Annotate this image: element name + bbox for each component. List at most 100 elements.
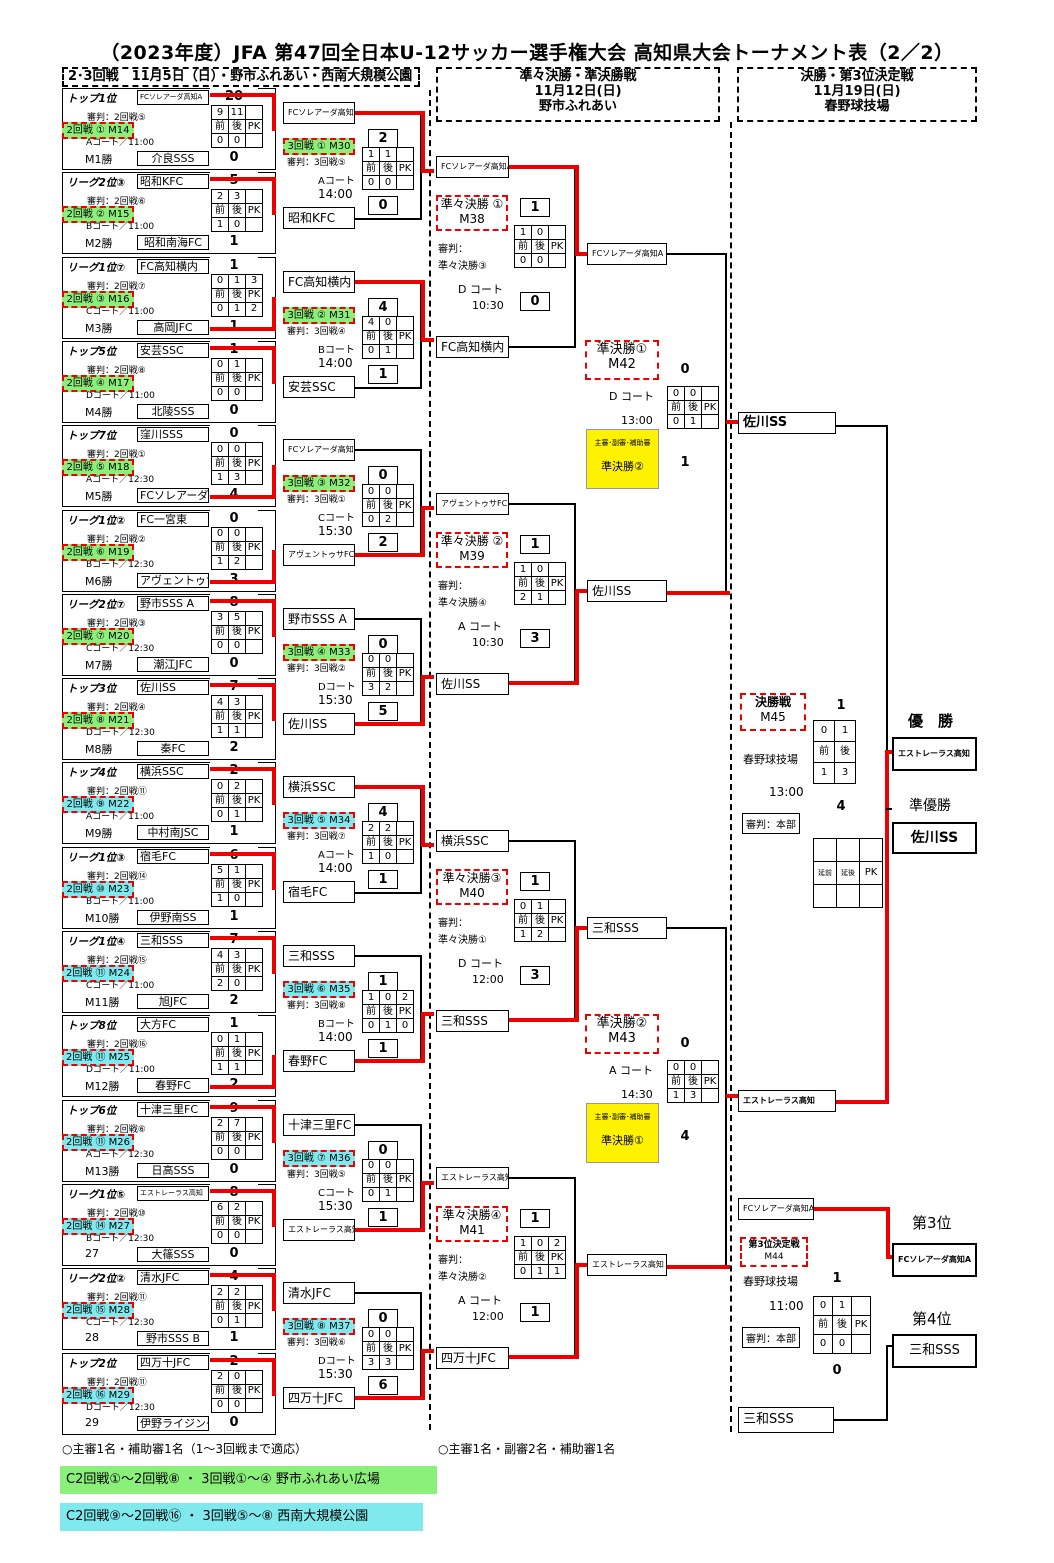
sf-court: A コート xyxy=(609,1064,654,1077)
final-g0: 0 xyxy=(813,720,835,742)
round3-grid-empty xyxy=(396,1158,414,1174)
round3-tag: 3回戦 ② M31 xyxy=(283,306,355,324)
bracket-line xyxy=(210,1085,274,1090)
score-grid-empty xyxy=(245,1116,263,1132)
round3-grid-cell: PK xyxy=(396,1172,414,1188)
bracket-line xyxy=(272,465,276,500)
bracket-line xyxy=(355,1059,425,1063)
qf-grid-empty xyxy=(548,225,566,240)
qf-winner: 佐川SS xyxy=(587,580,667,602)
round3-team-bottom: 春野FC xyxy=(283,1050,355,1072)
qf-time: 10:30 xyxy=(472,299,504,312)
qf-court: A コート xyxy=(458,1294,503,1307)
seed-label: トップ8位 xyxy=(67,1020,117,1033)
seed-label: トップ2位 xyxy=(67,1357,117,1370)
final-g2: 前 xyxy=(813,741,835,763)
score-grid-cell: 0 xyxy=(211,807,229,823)
score-grid-cell: 前 xyxy=(211,371,229,387)
round3-court: Dコート xyxy=(318,1356,356,1368)
score-grid-cell: 0 xyxy=(211,1144,229,1160)
score-grid-cell: 1 xyxy=(211,1060,229,1076)
team-top: 安芸SSC xyxy=(137,342,209,358)
team-bottom: FCソレアーダ高知B xyxy=(137,488,209,504)
score-top: 20 xyxy=(210,88,258,107)
qf-court: A コート xyxy=(458,620,503,633)
bracket-line xyxy=(667,1265,730,1269)
bracket-line xyxy=(210,177,274,182)
seed-label: トップ6位 xyxy=(67,1104,117,1117)
sf-match-id: M42 xyxy=(608,357,636,372)
qf-score-top: 1 xyxy=(520,535,550,554)
round3-grid-cell: 1 xyxy=(362,849,380,865)
sf-grid-empty xyxy=(701,1060,719,1075)
qf-referee-label: 審判： xyxy=(438,918,468,929)
score-grid-empty xyxy=(245,1200,263,1216)
score-grid-cell: 0 xyxy=(228,526,246,542)
qf-grid-cell: 0 xyxy=(514,253,532,268)
team-top: 昭和KFC xyxy=(137,174,209,190)
score-grid-cell: PK xyxy=(245,962,263,977)
bracket-line xyxy=(420,955,422,1063)
final-tag: 決勝戦 M45 xyxy=(740,693,806,731)
final-g3: 後 xyxy=(834,741,856,763)
referee-info: 審判：2回戦⑦ xyxy=(87,281,146,292)
winner-of: M4勝 xyxy=(85,405,113,419)
seed-label: リーグ1位⑤ xyxy=(67,1188,126,1201)
score-bottom: 1 xyxy=(210,233,258,253)
bracket-line xyxy=(421,1015,425,1063)
round3-team-bottom: 宿毛FC xyxy=(283,881,355,904)
score-grid-empty xyxy=(245,863,263,879)
winner-of: M7勝 xyxy=(85,658,113,672)
match-tag: 2回戦 ⑨ M22 xyxy=(62,796,134,814)
team-bottom: 野市SSS B xyxy=(137,1331,209,1347)
bracket-line xyxy=(355,1396,425,1401)
winner-of: 29 xyxy=(85,1415,99,1429)
qf-grid-cell: 前 xyxy=(514,239,532,254)
sf-tag-label: 準決勝② xyxy=(596,1016,648,1031)
round3-tag: 3回戦 ③ M32 xyxy=(283,475,355,493)
round3-grid-empty xyxy=(396,315,414,331)
qf-grid-cell: 0 xyxy=(514,899,532,914)
score-grid-cell: 1 xyxy=(228,807,246,823)
qf-grid-cell: 後 xyxy=(531,576,549,591)
round3-grid-cell: 0 xyxy=(362,1186,380,1202)
bracket-line xyxy=(272,1273,276,1312)
score-grid-empty xyxy=(245,442,263,458)
score-grid-cell: PK xyxy=(245,456,263,472)
bracket-line xyxy=(210,1357,274,1362)
bracket-line xyxy=(210,767,274,772)
bracket-line xyxy=(272,851,276,890)
bracket-line xyxy=(210,936,274,940)
header-final: 決勝・第3位決定戦 11月19日(日) 春野球技場 xyxy=(737,67,977,122)
bracket-line xyxy=(575,1263,587,1267)
qf-score-bottom: 0 xyxy=(520,292,550,311)
score-grid-empty xyxy=(245,105,263,120)
header-qf-sf-line2: 11月12日(日) xyxy=(534,84,622,99)
round3-time: 15:30 xyxy=(318,692,353,707)
sf-grid-cell: 3 xyxy=(684,1088,702,1103)
match-tag: 2回戦 ① M14 xyxy=(62,122,134,139)
bracket-line xyxy=(726,1094,738,1098)
bracket-line xyxy=(272,177,276,216)
score-grid-cell: 0 xyxy=(228,133,246,148)
court-time: Cコート／12:30 xyxy=(86,643,155,654)
score-grid-cell: 前 xyxy=(211,793,229,809)
score-grid-cell: 後 xyxy=(228,540,246,556)
score-grid-cell: 2 xyxy=(211,976,229,991)
bracket-line xyxy=(272,1104,276,1143)
bracket-line xyxy=(210,93,274,97)
score-grid-cell: 前 xyxy=(211,624,229,640)
round3-score-bottom: 5 xyxy=(368,701,398,721)
team-top: 四万十JFC xyxy=(137,1354,209,1370)
score-grid-empty xyxy=(245,1228,263,1244)
referee-info: 審判：2回戦① xyxy=(87,450,146,461)
bracket-line xyxy=(421,1012,434,1016)
bracket-line xyxy=(210,1273,274,1278)
score-grid-cell: 1 xyxy=(228,301,246,317)
bracket-line xyxy=(210,1188,274,1193)
team-top: FCソレアーダ高知A xyxy=(137,90,209,105)
round3-grid-cell: PK xyxy=(396,161,414,176)
